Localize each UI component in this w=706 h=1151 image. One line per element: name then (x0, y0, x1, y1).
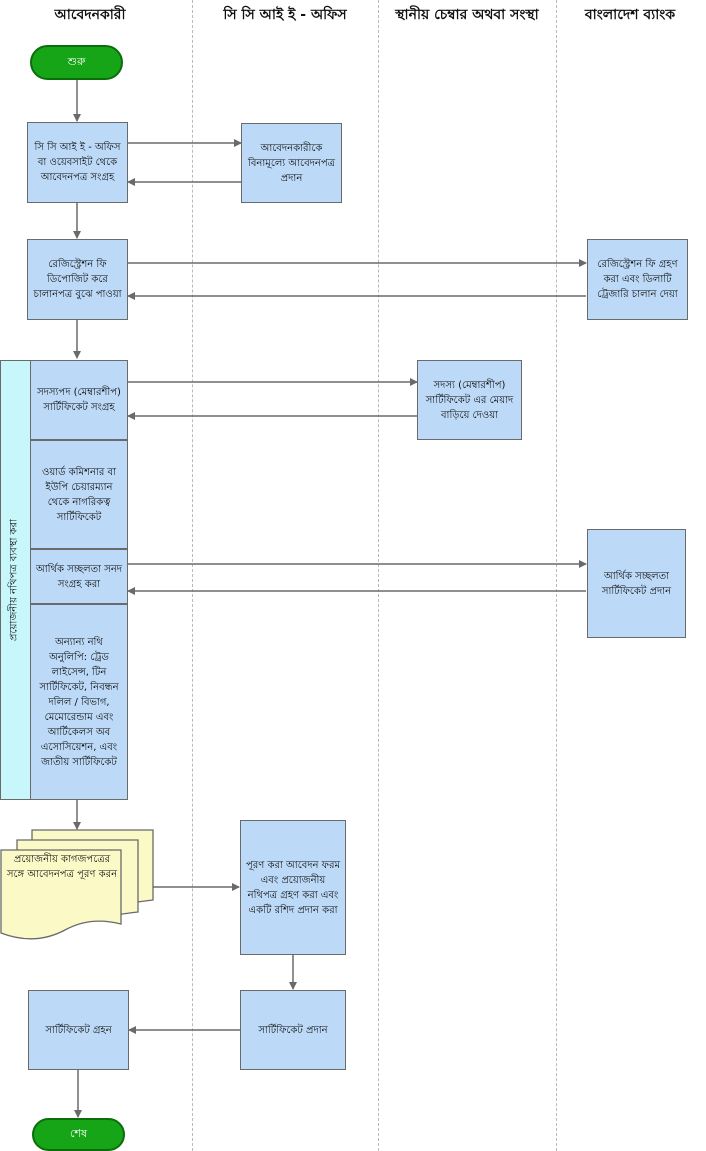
lane-header-bangladesh-bank: বাংলাদেশ ব্যাংক (584, 7, 676, 23)
membership-collect-step[interactable]: সদস্যপদ (মেম্বারশীপ) সার্টিফিকেট সংগ্রহ (30, 360, 128, 440)
lane-header-local-chamber: স্থানীয় চেম্বার অথবা সংস্থা (395, 7, 539, 23)
certificate-issue-step[interactable]: সার্টিফিকেট প্রদান (240, 990, 346, 1070)
receive-form-step[interactable]: পূরণ করা আবেদন ফরম এবং প্রয়োজনীয় নথিপত… (240, 820, 346, 955)
lane-header-applicant: আবেদনকারী (54, 7, 126, 23)
start-terminal[interactable]: শুরু (30, 45, 123, 80)
lane-divider (378, 0, 379, 1151)
end-terminal[interactable]: শেষ (32, 1118, 125, 1151)
solvency-issue-step[interactable]: আর্থিক সচ্ছলতা সার্টিফিকেট প্রদান (587, 529, 686, 638)
membership-extend-step[interactable]: সদস্য (মেম্বারশীপ) সার্টিফিকেট এর মেয়াদ… (417, 360, 522, 440)
reg-fee-accept-step[interactable]: রেজিস্ট্রেশন ফি গ্রহণ করা এবং ডিলাটি ট্র… (587, 239, 688, 320)
lane-header-ccie-office: সি সি আই ই - অফিস (223, 7, 347, 23)
document-stack-shape (0, 829, 154, 940)
citizenship-certificate-step[interactable]: ওয়ার্ড কমিশনার বা ইউপি চেয়ারম্যান থেকে… (30, 440, 128, 549)
lane-divider (192, 0, 193, 1151)
lane-divider (556, 0, 557, 1151)
solvency-collect-step[interactable]: আর্থিক সচ্ছলতা সনদ সংগ্রহ করা (30, 549, 128, 604)
other-documents-step[interactable]: অন্যান্য নথি অনুলিপি: ট্রেড লাইসেন্স, টি… (30, 604, 128, 800)
fill-form-document[interactable]: প্রয়োজনীয় কাগজপত্রের সঙ্গে আবেদনপত্র প… (6, 854, 118, 880)
free-form-step[interactable]: আবেদনকারীকে বিনামূল্যে আবেদনপত্র প্রদান (241, 123, 342, 203)
certificate-receive-step[interactable]: সার্টিফিকেট গ্রহন (28, 990, 129, 1070)
required-documents-group (0, 360, 31, 800)
collect-form-step[interactable]: সি সি আই ই - অফিস বা ওয়েবসাইট থেকে আবেদ… (27, 122, 128, 203)
reg-fee-deposit-step[interactable]: রেজিস্ট্রেশন ফি ডিপোজিট করে চালানপত্র বু… (27, 239, 128, 320)
